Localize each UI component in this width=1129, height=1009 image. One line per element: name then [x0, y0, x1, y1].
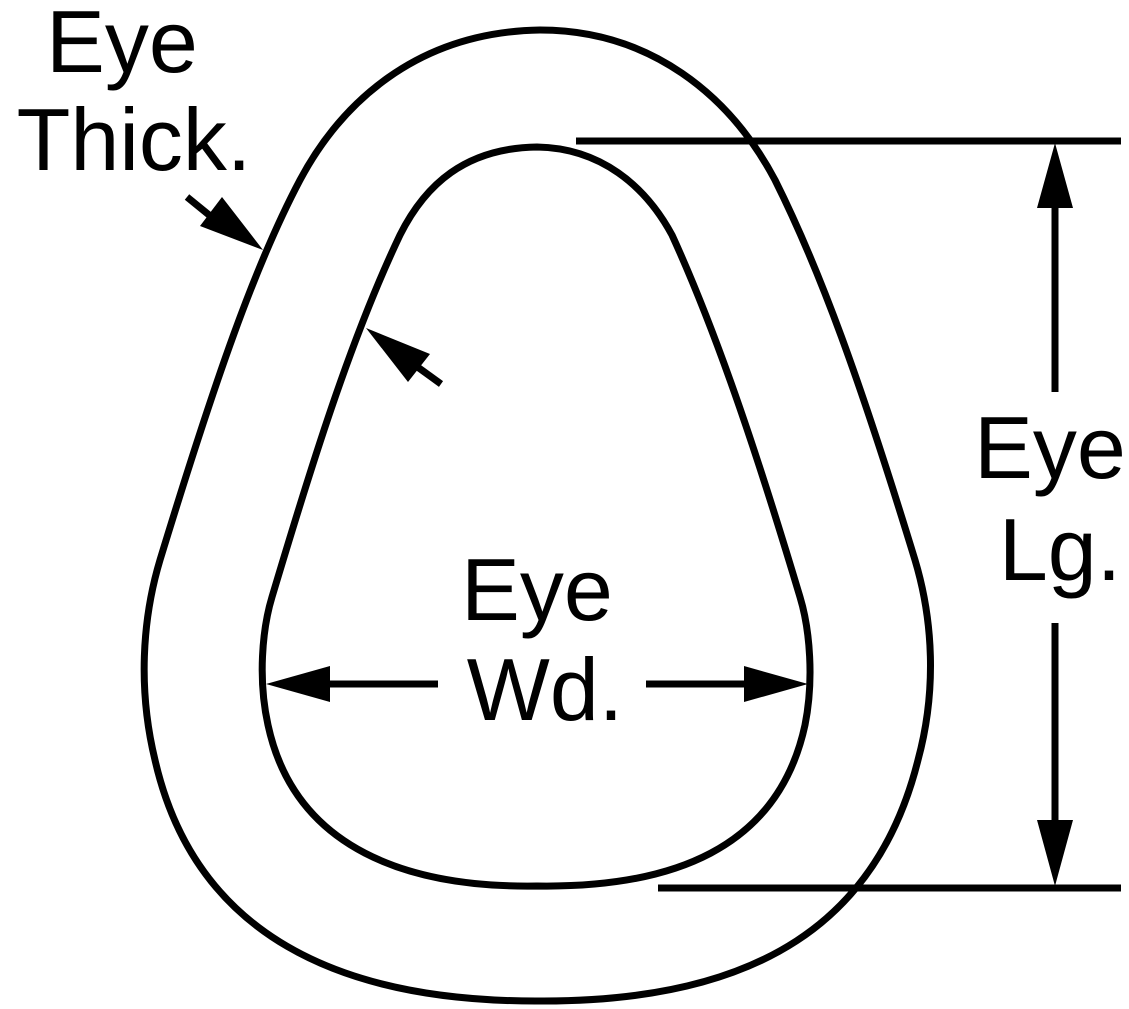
eye-thick-outer-arrowhead	[200, 197, 263, 250]
inner-eye-outline	[258, 143, 814, 890]
eye-width-label-line2: Wd.	[467, 640, 623, 739]
eye-thick-label-line2: Thick.	[17, 90, 252, 189]
eye-thick-inner-arrowhead	[366, 328, 430, 382]
eye-thick-label-line1: Eye	[46, 0, 198, 91]
eye-length-bottom-arrowhead	[1037, 820, 1073, 886]
outer-eye-outline	[140, 26, 934, 1005]
eye-width-right-arrowhead	[744, 666, 808, 702]
eye-length-label-line2: Lg.	[999, 500, 1121, 599]
eye-width-label-line1: Eye	[461, 540, 613, 639]
eye-width-left-arrowhead	[266, 666, 330, 702]
eye-length-label-line1: Eye	[974, 398, 1126, 497]
eye-length-top-arrowhead	[1037, 143, 1073, 208]
